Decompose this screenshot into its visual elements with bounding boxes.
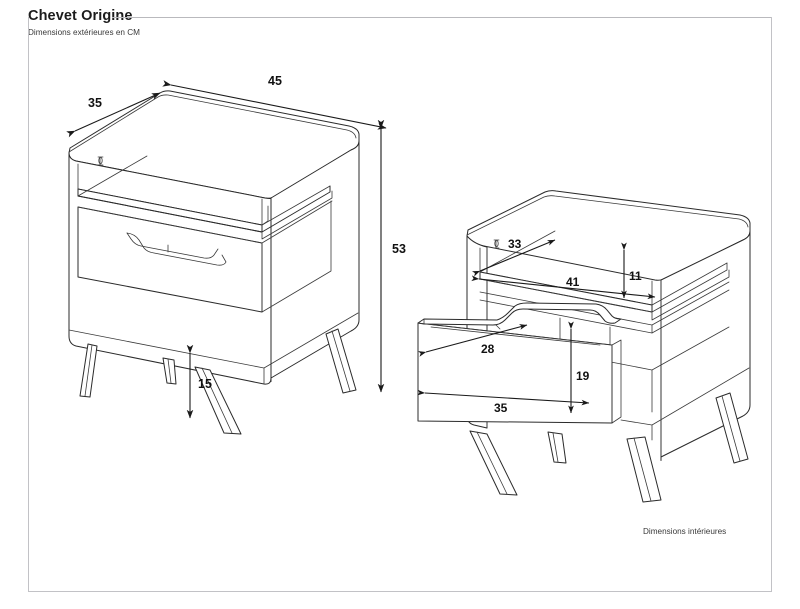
cabinet-legs [79, 328, 357, 435]
dimension-label-drawer-width: 35 [494, 401, 508, 415]
cabinet-right-face [270, 140, 360, 382]
dimension-label-ext-height: 53 [392, 242, 406, 256]
interior-base-edge [620, 367, 750, 441]
sheet-border-right [771, 17, 772, 592]
dimension-label-niche-depth: 33 [508, 237, 522, 251]
dimension-label-leg-height: 15 [198, 377, 212, 391]
interior-dimensions-caption: Dimensions intérieures [643, 527, 727, 536]
page-title: Chevet Origine [28, 8, 133, 24]
dimension-label-ext-depth: 35 [88, 96, 102, 110]
dimension-label-drawer-depth: 28 [481, 342, 495, 356]
page-subtitle: Dimensions extérieures en CM [28, 28, 140, 37]
dimension-line-ext-width [162, 80, 387, 130]
cabinet-drawer-front-closed [77, 200, 333, 313]
dimension-line-drawer-depth [418, 324, 528, 357]
dimension-label-drawer-height: 19 [576, 369, 590, 383]
dimension-line-niche-depth [471, 239, 556, 277]
dimension-line-drawer-width [417, 389, 590, 406]
cabinet-base-edge [68, 312, 359, 385]
sheet-border-left [28, 17, 29, 592]
sheet-border-bottom [28, 591, 772, 592]
interior-legs [469, 392, 749, 503]
interior-cabinet-drawing [417, 190, 751, 503]
dimension-line-ext-depth [66, 92, 161, 138]
exterior-cabinet-drawing [66, 80, 387, 435]
cabinet-niche [77, 155, 333, 240]
dimension-label-niche-width: 41 [566, 275, 580, 289]
dimension-label-ext-width: 45 [268, 74, 282, 88]
title-divider [112, 17, 772, 18]
dimension-label-niche-height: 11 [629, 269, 642, 283]
